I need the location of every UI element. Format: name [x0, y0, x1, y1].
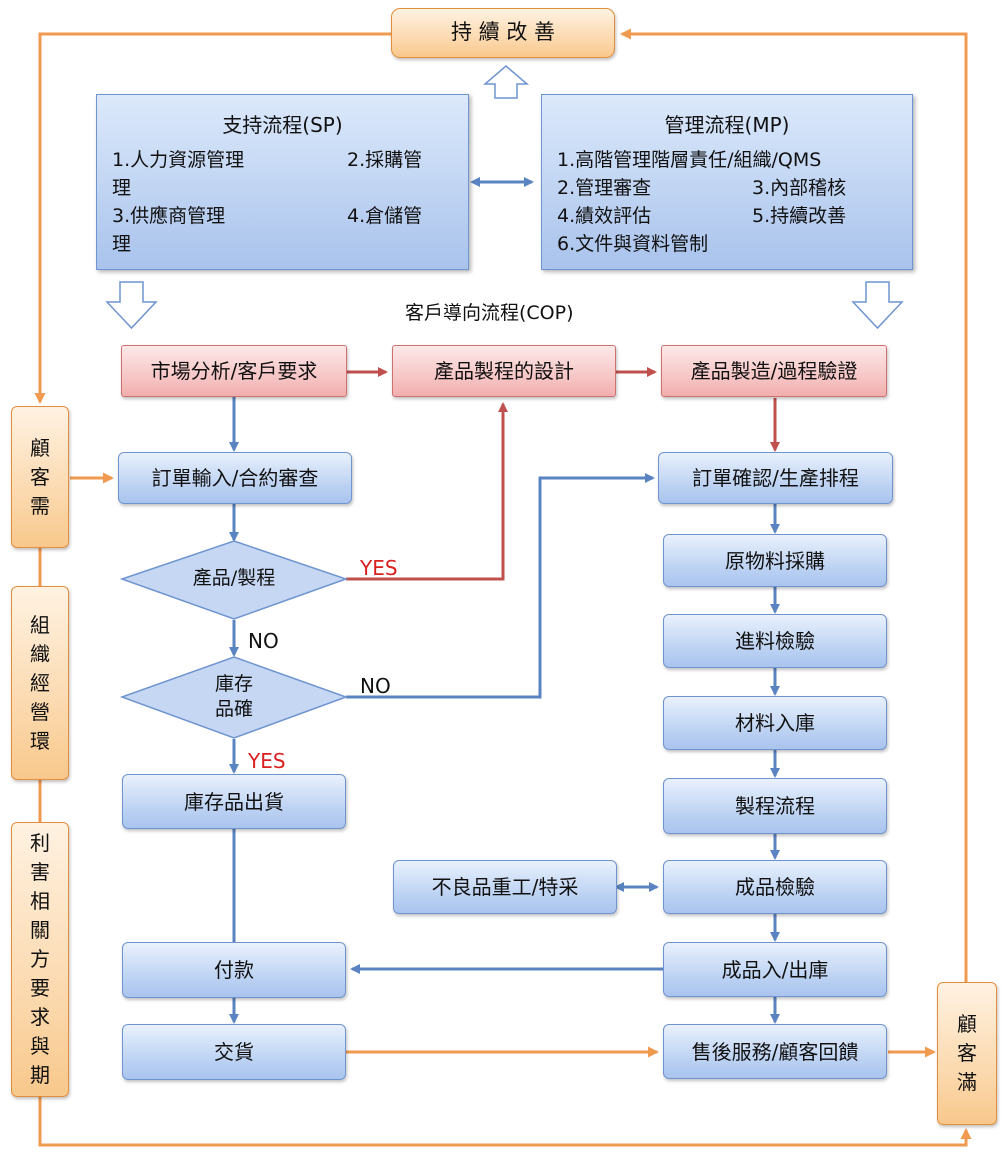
side-char: 需 [30, 493, 50, 518]
product-process-label: 產品/製程 [192, 567, 276, 589]
support-item-2: 2.採購管 [347, 149, 423, 171]
side-char: 要 [30, 976, 50, 1000]
side-char: 顧 [957, 1012, 977, 1036]
side-char: 期 [30, 1063, 50, 1087]
management-process-panel: 管理流程(MP) 1.高階管理階層責任/組織/QMS 2.管理審查 3.內部稽核… [541, 94, 913, 270]
management-item-3: 3.內部稽核 [752, 177, 847, 199]
delivery-box: 交貨 [122, 1024, 346, 1080]
side-char: 顧 [30, 435, 50, 460]
block-arrows [105, 65, 904, 330]
side-char: 組 [30, 612, 50, 637]
support-item-4: 4.倉儲管 [347, 205, 423, 227]
continuous-improvement-box: 持 續 改 善 [391, 8, 615, 58]
support-item-1: 1.人力資源管理 [112, 149, 245, 171]
stock-check-label-1: 庫存 [214, 673, 253, 695]
side-char: 方 [30, 947, 50, 971]
blue-flow [229, 397, 780, 1024]
improvement-loop [34, 28, 972, 1147]
red-flow [346, 367, 780, 581]
order-confirm-box: 訂單確認/生產排程 [658, 452, 893, 504]
incoming-inspection-box: 進料檢驗 [663, 614, 887, 668]
panel-title: 管理流程(MP) [664, 113, 790, 137]
panel-title: 支持流程(SP) [222, 113, 343, 137]
management-item-5: 5.持續改善 [752, 205, 847, 227]
management-item-4: 4.績效評估 [557, 205, 652, 227]
final-inspection-box: 成品檢驗 [663, 860, 887, 914]
material-warehousing-box: 材料入庫 [663, 696, 887, 750]
after-sales-box: 售後服務/顧客回饋 [663, 1024, 887, 1079]
side-char: 關 [30, 918, 50, 942]
side-char: 織 [30, 641, 50, 666]
side-char: 利 [30, 831, 50, 855]
support-process-panel: 支持流程(SP) 1.人力資源管理 2.採購管 理 3.供應商管理 4.倉儲管 … [96, 94, 469, 270]
cop-label: 客戶導向流程(COP) [405, 302, 574, 324]
side-char: 害 [30, 860, 50, 884]
side-char: 環 [30, 728, 50, 753]
support-item-wrap: 理 [112, 177, 132, 199]
market-analysis-box: 市場分析/客戶要求 [121, 345, 347, 397]
yes-label: YES [360, 556, 398, 580]
order-input-box: 訂單輸入/合約審查 [118, 452, 352, 504]
stock-shipment-box: 庫存品出貨 [122, 774, 346, 829]
manufacture-verify-box: 產品製造/過程驗證 [661, 345, 887, 397]
no-label: NO [360, 674, 391, 698]
material-purchase-box: 原物料採購 [663, 534, 887, 587]
stock-check-label-2: 品確 [214, 698, 253, 720]
management-item-6: 6.文件與資料管制 [557, 233, 709, 255]
support-item-wrap: 理 [112, 233, 132, 255]
yes-label: YES [248, 749, 286, 773]
side-char: 求 [30, 1005, 50, 1029]
support-item-3: 3.供應商管理 [112, 205, 226, 227]
organization-environment-box: 組 織 經 營 環 [11, 586, 69, 780]
management-item-2: 2.管理審查 [557, 177, 652, 199]
side-char: 經 [30, 670, 50, 695]
side-char: 與 [30, 1034, 50, 1058]
payment-box: 付款 [122, 942, 346, 998]
stakeholder-requirements-box: 利 害 相 關 方 要 求 與 期 [11, 822, 69, 1097]
no-label: NO [248, 629, 279, 653]
side-char: 客 [30, 464, 50, 489]
side-char: 客 [957, 1041, 977, 1065]
customer-satisfaction-box: 顧 客 滿 [937, 982, 997, 1125]
product-design-box: 產品製程的設計 [392, 345, 616, 397]
rework-box: 不良品重工/特采 [393, 860, 617, 914]
side-char: 相 [30, 889, 50, 913]
manufacturing-process-box: 製程流程 [663, 778, 887, 834]
management-item-1: 1.高階管理階層責任/組織/QMS [557, 149, 822, 171]
product-process-diamond [119, 540, 349, 620]
side-char: 營 [30, 699, 50, 724]
stock-in-out-box: 成品入/出庫 [663, 942, 887, 997]
customer-need-box: 顧 客 需 [11, 406, 69, 548]
side-char: 滿 [957, 1070, 977, 1094]
stock-check-diamond [119, 656, 349, 739]
